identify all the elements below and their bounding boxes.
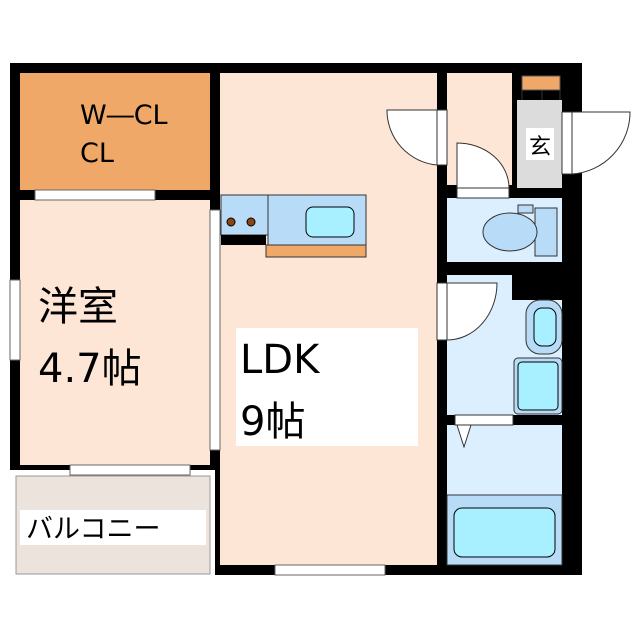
closet-sliding-door[interactable] [34,189,156,201]
ldk-size: 9帖 [240,399,305,445]
balcony-label: バルコニー [26,514,160,545]
western-room-size: 4.7帖 [38,346,142,392]
door-washroom[interactable] [436,282,498,341]
toilet-icon [482,204,558,257]
walk-in-closet [20,73,210,190]
burner-icon [246,217,256,227]
ldk-name: LDK [240,337,321,383]
shoe-box [521,75,561,91]
door-bathroom[interactable] [454,414,514,449]
burner-icon [226,217,236,227]
western-room-name: 洋室 [38,284,118,330]
front-door[interactable] [561,111,631,175]
window-ldk [274,564,386,576]
western-room [20,200,210,465]
sink-icon [305,206,355,238]
window-balcony[interactable] [69,464,191,476]
wcl-label-line1: W―CL [80,100,168,131]
entrance-label: 玄 [529,135,551,160]
door-ldk[interactable] [386,109,448,166]
wcl-label-line2: CL [80,138,114,169]
ldk-room [220,73,437,565]
kitchen-counter [220,194,367,258]
sliding-door-room-ldk[interactable] [209,209,221,451]
window-west [9,279,21,361]
bathtub [453,507,556,558]
shoe-box-doors [521,90,561,100]
door-toilet[interactable] [456,142,510,199]
